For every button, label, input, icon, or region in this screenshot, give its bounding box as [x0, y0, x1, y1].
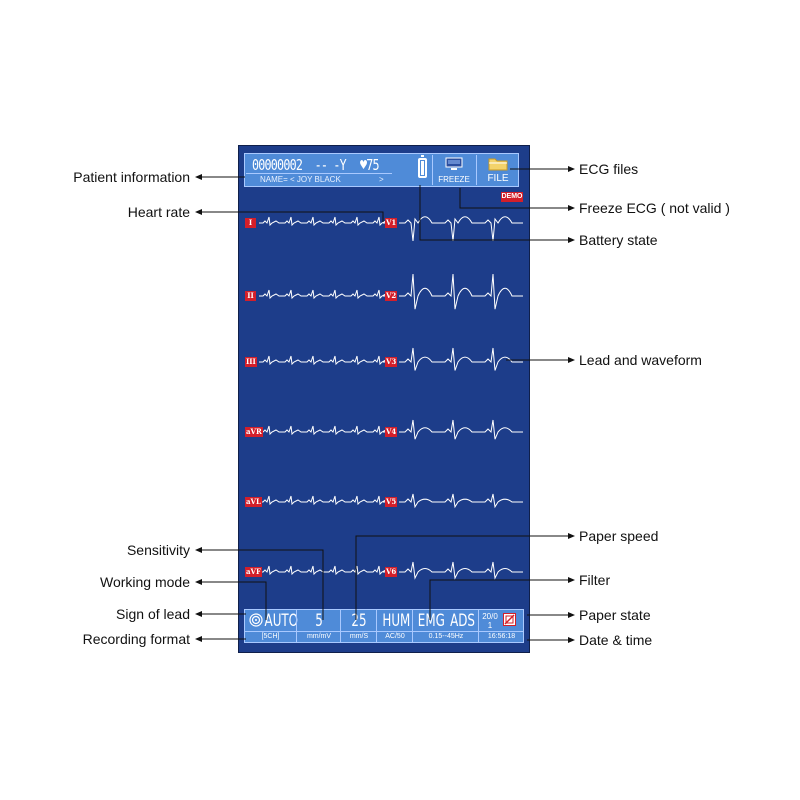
hum-sub: AC/50 [377, 631, 413, 642]
file-button[interactable]: FILE [476, 155, 519, 185]
lead-tag-right-2: V2 [385, 291, 398, 301]
callout-date-time: Date & time [579, 632, 653, 648]
callout-filter: Filter [579, 572, 611, 588]
lead-tag-right-1: V1 [385, 218, 398, 228]
patient-id-line: 00000002 -- -Y ♥75 [252, 156, 380, 174]
patient-name-end: > [379, 175, 384, 184]
top-bar: 00000002 -- -Y ♥75 NAME= < JOY BLACK > F… [244, 153, 519, 187]
lead-tag-left-2: II [245, 291, 256, 301]
folder-icon [488, 158, 508, 171]
bottom-bar: AUTO [5CH] 5 mm/mV 25 mm/S HUM AC/50 EMG… [244, 609, 524, 643]
callout-sensitivity: Sensitivity [126, 542, 190, 558]
waveform-left-3 [259, 355, 391, 366]
hum-label: HUM [382, 611, 411, 631]
patient-name-line: NAME= < JOY BLACK > [246, 173, 392, 185]
battery-icon [418, 155, 427, 178]
freeze-label: FREEZE [438, 175, 470, 184]
sensitivity-cell[interactable]: 5 mm/mV [296, 610, 341, 642]
waveform-left-6 [259, 565, 391, 576]
waveform-left-4 [259, 425, 391, 436]
working-mode: AUTO [264, 611, 299, 631]
emg-label: EMG [417, 611, 445, 631]
patient-name: NAME= < JOY BLACK [260, 175, 341, 184]
freeze-button[interactable]: FREEZE [432, 155, 475, 185]
callout-recording-format: Recording format [82, 631, 190, 647]
waveform-right-2 [399, 273, 523, 310]
lead-tag-right-6: V6 [385, 567, 398, 577]
lead-tag-left-5: aVL [245, 497, 262, 507]
callout-working-mode: Working mode [99, 574, 190, 590]
monitor-icon [445, 157, 463, 170]
waveform-right-4 [399, 419, 523, 440]
sensitivity-unit: mm/mV [297, 631, 341, 642]
date-time-cell: 20/01 16:56:18 [478, 610, 524, 642]
sensitivity-value: 5 [315, 611, 323, 631]
paper-speed-unit: mm/S [341, 631, 377, 642]
spiral-icon [249, 613, 263, 627]
date: 20/01 [482, 612, 498, 630]
lead-tag-left-6: aVF [245, 567, 262, 577]
callout-freeze-ecg: Freeze ECG ( not valid ) [579, 200, 730, 216]
ads-label: ADS [450, 611, 475, 631]
filter-range: 0.15--45Hz [413, 631, 479, 642]
paper-speed-cell[interactable]: 25 mm/S [340, 610, 377, 642]
callout-lead-and-waveform: Lead and waveform [579, 352, 702, 368]
time: 16:56:18 [479, 631, 524, 642]
patient-age: -- -Y [314, 156, 347, 174]
demo-badge: DEMO [501, 192, 523, 202]
waveform-right-5 [399, 493, 523, 509]
patient-id: 00000002 [252, 156, 303, 174]
filter-cell[interactable]: EMG ADS 0.15--45Hz [412, 610, 479, 642]
callout-paper-speed: Paper speed [579, 528, 659, 544]
callout-patient-information: Patient information [73, 169, 190, 185]
patient-info[interactable]: 00000002 -- -Y ♥75 NAME= < JOY BLACK > [246, 155, 392, 185]
lead-tag-right-4: V4 [385, 427, 398, 437]
lead-tag-left-3: III [245, 357, 257, 367]
callout-ecg-files: ECG files [579, 161, 639, 177]
lead-tag-left-4: aVR [245, 427, 263, 437]
waveform-right-3 [399, 347, 523, 371]
file-label: FILE [487, 173, 509, 184]
recording-format: [5CH] [245, 631, 296, 642]
callout-battery-state: Battery state [579, 232, 658, 248]
lead-tag-left-1: I [245, 218, 256, 228]
callout-heart-rate: Heart rate [127, 204, 190, 220]
paper-speed-value: 25 [351, 611, 367, 631]
working-mode-cell[interactable]: AUTO [5CH] [245, 610, 299, 642]
ecg-screen: 00000002 -- -Y ♥75 NAME= < JOY BLACK > F… [238, 145, 530, 653]
waveform-right-1 [399, 216, 523, 242]
paper-state-icon [503, 613, 516, 626]
lead-tag-right-3: V3 [385, 357, 398, 367]
waveform-left-1 [259, 216, 391, 227]
hum-filter-cell[interactable]: HUM AC/50 [376, 610, 413, 642]
waveform-left-5 [259, 495, 391, 506]
waveform-right-6 [399, 561, 523, 580]
lead-tag-right-5: V5 [385, 497, 398, 507]
heart-rate: ♥75 [360, 156, 380, 174]
battery-level [421, 161, 424, 175]
callout-sign-of-lead: Sign of lead [116, 606, 190, 622]
waveform-left-2 [259, 289, 391, 300]
callout-paper-state: Paper state [579, 607, 651, 623]
